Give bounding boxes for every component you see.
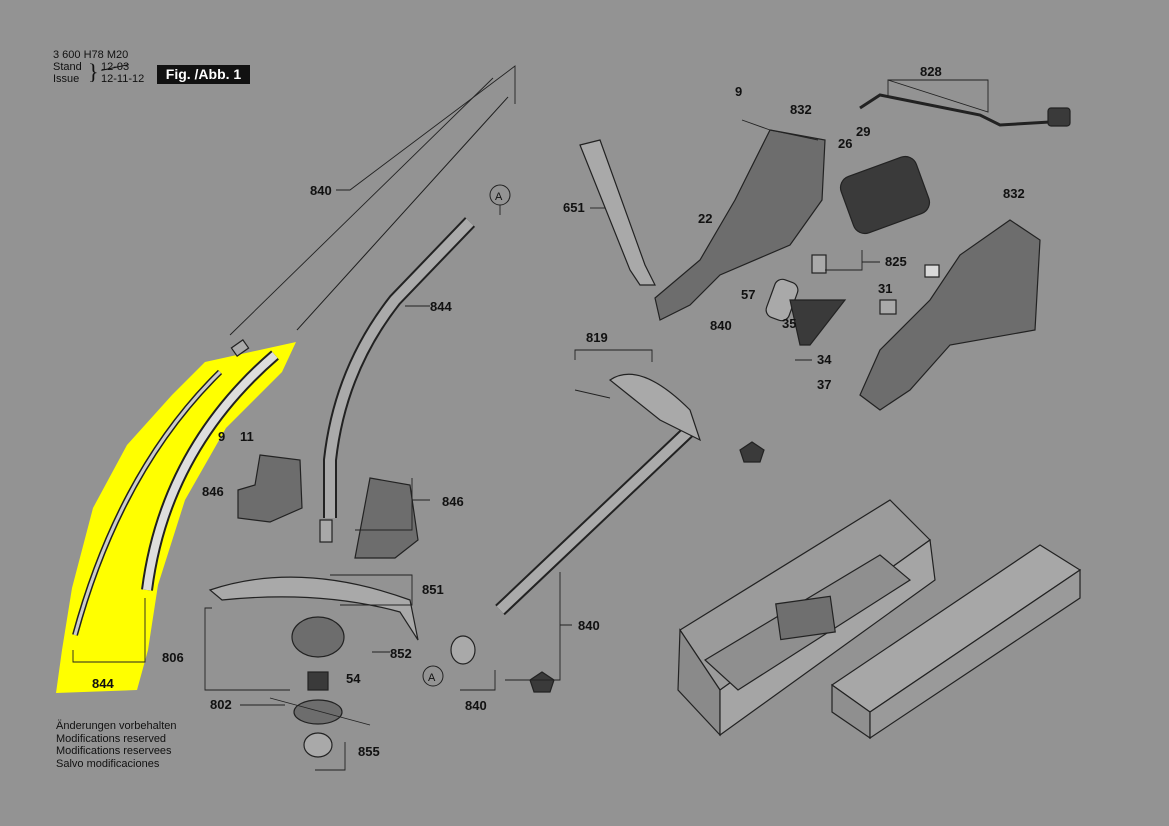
note-en: Modifications reserved bbox=[56, 733, 176, 746]
note-es: Salvo modificaciones bbox=[56, 758, 176, 771]
modification-notes: Änderungen vorbehalten Modifications res… bbox=[56, 720, 176, 770]
note-fr: Modifications reservees bbox=[56, 745, 176, 758]
note-de: Änderungen vorbehalten bbox=[56, 720, 176, 733]
